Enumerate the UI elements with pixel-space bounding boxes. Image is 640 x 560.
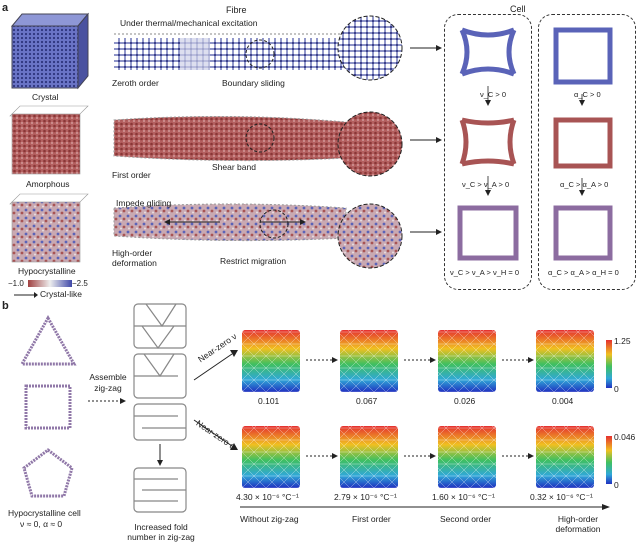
colorbar-min: −1.0 (8, 279, 24, 288)
zoom-circles (337, 15, 403, 269)
mechanism-boundary-sliding: Boundary sliding (222, 78, 285, 88)
order-first: First order (112, 170, 151, 180)
colorbar-arrow-label: Crystal-like (40, 289, 83, 299)
amorphous-fibre-image (113, 115, 347, 162)
amorphous-cube-image (9, 105, 89, 175)
mechanism-restrict-migration: Restrict migration (220, 256, 287, 266)
value-a-0: 4.30 × 10⁻⁶ °C⁻¹ (236, 492, 299, 502)
cond-a-amorphous: α_C > α_A > 0 (560, 180, 609, 189)
hypocrystalline-cell-caption: Hypocrystalline cell (8, 508, 81, 518)
zigzag-stack (133, 303, 187, 513)
label-crystal: Crystal (32, 92, 59, 102)
stage-axis-arrow (240, 504, 610, 510)
cond-v-hypocrystalline: ν_C > ν_A > ν_H = 0 (450, 268, 519, 277)
value-v-3: 0.004 (552, 396, 574, 406)
stage-label-1: First order (352, 514, 391, 524)
mechanism-impede-gliding: Impede gliding (116, 198, 172, 208)
value-a-1: 2.79 × 10⁻⁶ °C⁻¹ (334, 492, 397, 502)
hypocrystalline-cell-caption2: ν ≈ 0, α ≈ 0 (20, 519, 63, 529)
excitation-label: Under thermal/mechanical excitation (120, 18, 258, 28)
panel-a-letter: a (2, 2, 9, 14)
hypocrystalline-fibre-image (113, 203, 347, 242)
cell-title: Cell (510, 4, 526, 14)
cond-v-crystal: ν_C > 0 (480, 90, 507, 99)
polygon-cells (19, 314, 77, 498)
route-arrows (193, 350, 238, 450)
order-zeroth: Zeroth order (112, 78, 159, 88)
colorbar-max: −2.5 (72, 279, 88, 288)
crystal-cube-image (10, 12, 90, 90)
fibre-title: Fibre (226, 5, 247, 15)
stage-label-0: Without zig-zag (240, 514, 299, 524)
thermal-cell-column (538, 14, 636, 290)
order-high: High-order deformation (112, 248, 157, 268)
cell-frames (457, 27, 613, 261)
panel-b-letter: b (2, 300, 9, 312)
stage-label-2: Second order (440, 514, 492, 524)
right-arrow-icon (14, 292, 38, 298)
cond-v-amorphous: ν_C > ν_A > 0 (462, 180, 510, 189)
cbar-a-max: 0.046 (614, 432, 636, 442)
stage-label-3: High-order deformation (555, 514, 601, 534)
cbar-a-min: 0 (614, 480, 619, 490)
to-cell-arrows (410, 45, 442, 235)
mechanism-shear-band: Shear band (212, 162, 256, 172)
value-v-0: 0.101 (258, 396, 280, 406)
hypocrystalline-cube-image (9, 193, 89, 263)
value-v-2: 0.026 (454, 396, 476, 406)
label-amorphous: Amorphous (26, 179, 70, 189)
fold-caption: Increased fold number in zig-zag (127, 522, 195, 542)
fea-grids (242, 330, 612, 488)
value-a-2: 1.60 × 10⁻⁶ °C⁻¹ (432, 492, 495, 502)
label-hypocrystalline: Hypocrystalline (18, 266, 76, 276)
crystal-like-colorbar (28, 280, 72, 287)
cond-a-crystal: α_C > 0 (574, 90, 601, 99)
value-a-3: 0.32 × 10⁻⁶ °C⁻¹ (530, 492, 593, 502)
crystal-fibre-image (114, 33, 346, 70)
assemble-label: Assemble zig-zag (89, 372, 127, 393)
value-v-1: 0.067 (356, 396, 378, 406)
assemble-arrow-icon (88, 398, 126, 404)
cbar-v-min: 0 (614, 384, 619, 394)
cond-a-hypocrystalline: α_C > α_A > α_H = 0 (548, 268, 619, 277)
cbar-v-max: 1.25 (614, 336, 631, 346)
poisson-cell-column (444, 14, 532, 290)
